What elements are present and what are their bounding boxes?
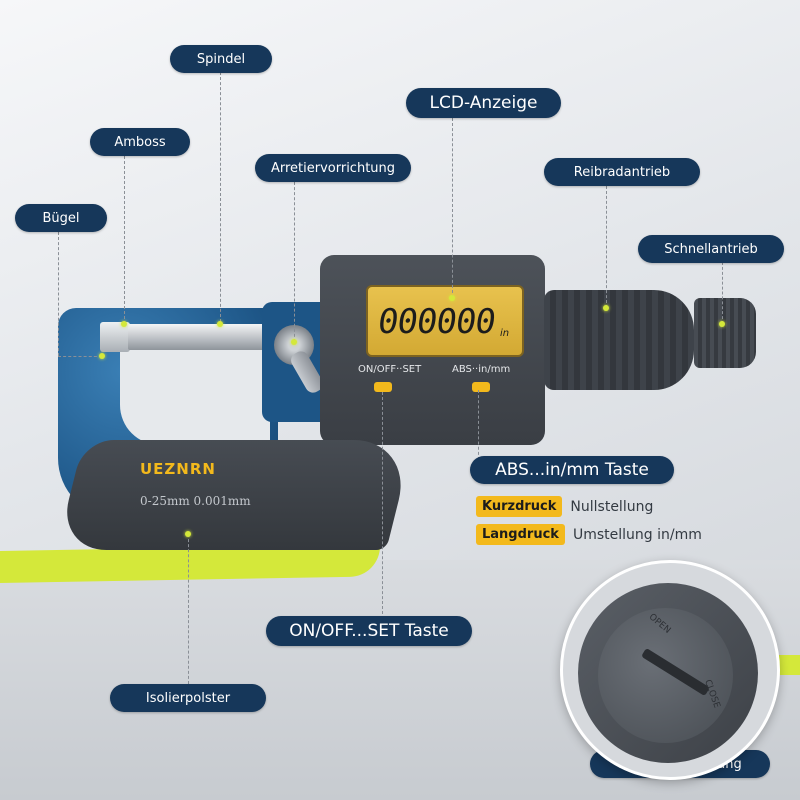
anvil (100, 322, 130, 352)
point-buegel (99, 353, 105, 359)
leader-reibrad (606, 186, 607, 308)
thimble (544, 290, 694, 390)
brand-logo: UEZNRN (140, 460, 216, 478)
callout-reibrad: Reibradantrieb (544, 158, 700, 186)
battery-cover-inset: OPEN CLOSE (560, 560, 780, 780)
leader-buegel-v (58, 232, 59, 356)
point-arretier (291, 339, 297, 345)
abs-inmm-button[interactable] (472, 382, 490, 392)
leader-schnell (722, 262, 723, 324)
info-row-short-press: Kurzdruck Nullstellung (476, 496, 653, 517)
onoff-set-button[interactable] (374, 382, 392, 392)
callout-isolier: Isolierpolster (110, 684, 266, 712)
lcd-screen (366, 285, 524, 357)
onoff-button-label: ON/OFF··SET (358, 364, 422, 375)
tag-short-press: Kurzdruck (476, 496, 563, 517)
callout-abs: ABS...in/mm Taste (470, 456, 674, 484)
callout-lcd: LCD-Anzeige (406, 88, 561, 118)
frame-gap (120, 350, 270, 445)
leader-spindel (220, 72, 221, 322)
range-label: 0-25mm 0.001mm (140, 494, 251, 508)
leader-arretier (294, 182, 295, 342)
callout-spindel: Spindel (170, 45, 272, 73)
leader-onoff (382, 392, 383, 614)
point-amboss (121, 321, 127, 327)
leader-amboss (124, 156, 125, 324)
text-long-press: Umstellung in/mm (572, 526, 702, 543)
callout-buegel: Bügel (15, 204, 107, 232)
lcd-unit: in (500, 328, 510, 339)
spindle (128, 324, 268, 350)
abs-button-label: ABS··in/mm (452, 364, 511, 375)
leader-buegel-h (58, 356, 102, 357)
point-reibrad (603, 305, 609, 311)
leader-lcd (452, 118, 453, 298)
point-lcd (449, 295, 455, 301)
info-row-long-press: Langdruck Umstellung in/mm (476, 524, 702, 545)
callout-onoff: ON/OFF...SET Taste (266, 616, 472, 646)
ratchet (694, 298, 756, 368)
callout-schnell: Schnellantrieb (638, 235, 784, 263)
callout-arretier: Arretiervorrichtung (255, 154, 411, 182)
tag-long-press: Langdruck (476, 524, 565, 545)
point-isolier (185, 531, 191, 537)
point-schnell (719, 321, 725, 327)
leader-isolier (188, 534, 189, 684)
point-spindel (217, 321, 223, 327)
lcd-digits: 000000 (375, 302, 498, 342)
text-short-press: Nullstellung (570, 498, 654, 515)
callout-amboss: Amboss (90, 128, 190, 156)
leader-abs (478, 390, 479, 460)
battery-cover[interactable] (598, 608, 733, 743)
